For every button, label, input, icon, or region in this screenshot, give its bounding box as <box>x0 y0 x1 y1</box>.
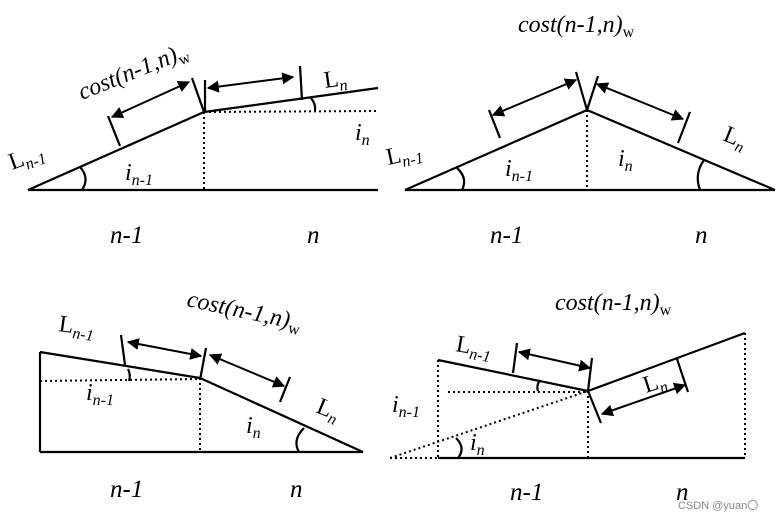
dimension-arrow <box>110 81 191 118</box>
station-prev-label: n-1 <box>110 476 143 503</box>
tick <box>106 115 122 147</box>
panel-uphill-uphill: cost(n-1,n)w Ln-1 Ln in-1 in n-1 n <box>5 38 379 249</box>
dimension-arrow <box>126 338 203 360</box>
tick <box>676 111 692 144</box>
slope-n <box>199 376 364 454</box>
angle-arc <box>455 437 463 459</box>
dimension-arrow <box>600 382 687 417</box>
dimension-arrow <box>208 353 286 388</box>
tick <box>574 71 589 111</box>
slope-n <box>587 331 746 393</box>
L-prev-label: Ln-1 <box>57 311 97 345</box>
slope-prev <box>404 108 588 192</box>
dotted-horizontal <box>203 110 379 113</box>
tick <box>586 357 594 392</box>
slope-prev <box>39 350 201 380</box>
L-prev-label: Ln-1 <box>5 139 49 179</box>
L-n-label: Ln <box>312 393 344 428</box>
i-prev-label: in-1 <box>86 380 114 409</box>
tick <box>119 334 127 366</box>
slope-n <box>203 86 379 114</box>
panel-uphill-downhill: cost(n-1,n)w Ln-1 Ln in-1 in n-1 n <box>384 12 776 249</box>
angle-arc <box>310 97 317 112</box>
angle-arc <box>696 159 705 191</box>
L-n-label: Ln <box>719 121 751 156</box>
tick <box>586 390 603 424</box>
dotted-horizontal <box>39 378 201 382</box>
angle-arc <box>79 166 87 191</box>
cost-label: cost(n-1,n)w <box>555 290 672 319</box>
L-prev-label: Ln-1 <box>384 138 425 174</box>
cost-label: cost(n-1,n)w <box>184 286 304 339</box>
angle-arc <box>295 427 305 453</box>
slope-prev <box>27 110 205 192</box>
station-prev-label: n-1 <box>110 222 143 249</box>
tick <box>198 347 208 381</box>
station-n-label: n <box>676 479 689 506</box>
i-prev-label: in-1 <box>505 156 533 185</box>
tick <box>487 109 502 139</box>
panel-downhill-downhill: cost(n-1,n)w Ln-1 Ln in-1 in n-1 n <box>38 286 364 503</box>
dotted-extension-slope <box>389 390 589 459</box>
tick <box>585 75 600 111</box>
tick <box>278 376 292 403</box>
angle-arc <box>456 167 466 191</box>
i-n-label: in <box>618 146 633 175</box>
station-n-label: n <box>695 222 708 249</box>
station-n-label: n <box>307 222 320 249</box>
panel-downhill-uphill: cost(n-1,n)w Ln-1 Ln in-1 in n-1 n <box>389 290 746 506</box>
slope-prev <box>437 358 589 393</box>
i-n-label: in <box>246 413 261 442</box>
tick <box>298 65 304 101</box>
tick <box>511 342 519 374</box>
watermark: CSDN @yuan〇 <box>678 499 758 512</box>
L-prev-label: Ln-1 <box>453 331 493 366</box>
L-n-label: Ln <box>322 65 348 97</box>
dimension-arrow <box>206 72 295 93</box>
angle-arc <box>127 368 131 382</box>
i-prev-label: in-1 <box>392 392 420 421</box>
i-n-label: in <box>355 120 370 149</box>
dimension-arrow <box>595 82 685 121</box>
tick <box>675 358 690 393</box>
angle-arc <box>536 379 541 392</box>
station-prev-label: n-1 <box>510 479 543 506</box>
tick <box>190 77 206 113</box>
cost-label: cost(n-1,n)w <box>518 12 635 41</box>
station-n-label: n <box>290 476 303 503</box>
station-prev-label: n-1 <box>490 222 523 249</box>
dimension-arrow <box>491 78 578 117</box>
i-prev-label: in-1 <box>125 160 153 189</box>
cost-label: cost(n-1,n)w <box>75 38 194 109</box>
dimension-arrow <box>517 348 592 372</box>
slope-n <box>586 108 776 192</box>
i-n-label: in <box>470 430 485 459</box>
